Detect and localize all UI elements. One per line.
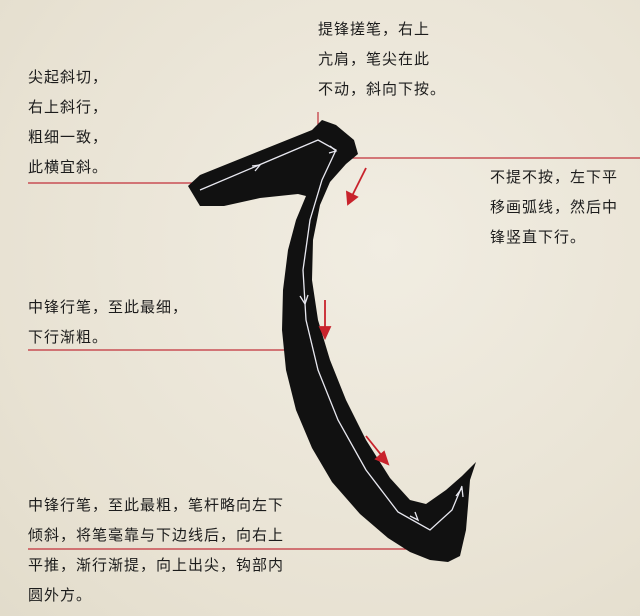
annotation-line: 亢肩，笔尖在此 bbox=[318, 50, 431, 68]
annotation-line: 不提不按，左下平 bbox=[490, 168, 619, 186]
annotation-line: 此横宜斜。 bbox=[28, 158, 109, 176]
annotation-line: 不动，斜向下按。 bbox=[318, 80, 447, 98]
annotation-line: 尖起斜切， bbox=[28, 68, 109, 86]
red-arrow-icon-1 bbox=[345, 167, 367, 206]
annotation-line: 中锋行笔，至此最粗，笔杆略向左下 bbox=[28, 496, 285, 514]
annotation-line: 右上斜行， bbox=[28, 98, 109, 116]
brush-path-arrowheads bbox=[251, 145, 464, 522]
ink-stroke bbox=[188, 120, 476, 562]
annotation-line: 平推，渐行渐提，向上出尖，钩部内 bbox=[28, 556, 285, 574]
annotation-line: 下行渐粗。 bbox=[28, 328, 109, 346]
annotation-left-upper: 尖起斜切， 右上斜行， 粗细一致， 此横宜斜。 bbox=[28, 62, 108, 182]
annotation-line: 粗细一致， bbox=[28, 128, 109, 146]
brush-path-line bbox=[199, 139, 463, 531]
annotation-top-right: 提锋搓笔，右上 亢肩，笔尖在此 不动，斜向下按。 bbox=[318, 14, 446, 104]
annotation-line: 移画弧线，然后中 bbox=[490, 198, 619, 216]
annotation-line: 圆外方。 bbox=[28, 586, 93, 604]
annotation-line: 锋竖直下行。 bbox=[490, 228, 587, 246]
annotation-line: 中锋行笔，至此最细， bbox=[28, 298, 189, 316]
annotation-line: 倾斜，将笔毫靠与下边线后，向右上 bbox=[28, 526, 285, 544]
annotation-bottom: 中锋行笔，至此最粗，笔杆略向左下 倾斜，将笔毫靠与下边线后，向右上 平推，渐行渐… bbox=[28, 490, 284, 610]
red-arrow-icon-3 bbox=[365, 435, 390, 466]
annotation-line: 提锋搓笔，右上 bbox=[318, 20, 431, 38]
annotation-left-middle: 中锋行笔，至此最细， 下行渐粗。 bbox=[28, 292, 188, 352]
annotation-right-middle: 不提不按，左下平 移画弧线，然后中 锋竖直下行。 bbox=[490, 162, 618, 252]
red-arrow-icon-2 bbox=[318, 300, 332, 341]
